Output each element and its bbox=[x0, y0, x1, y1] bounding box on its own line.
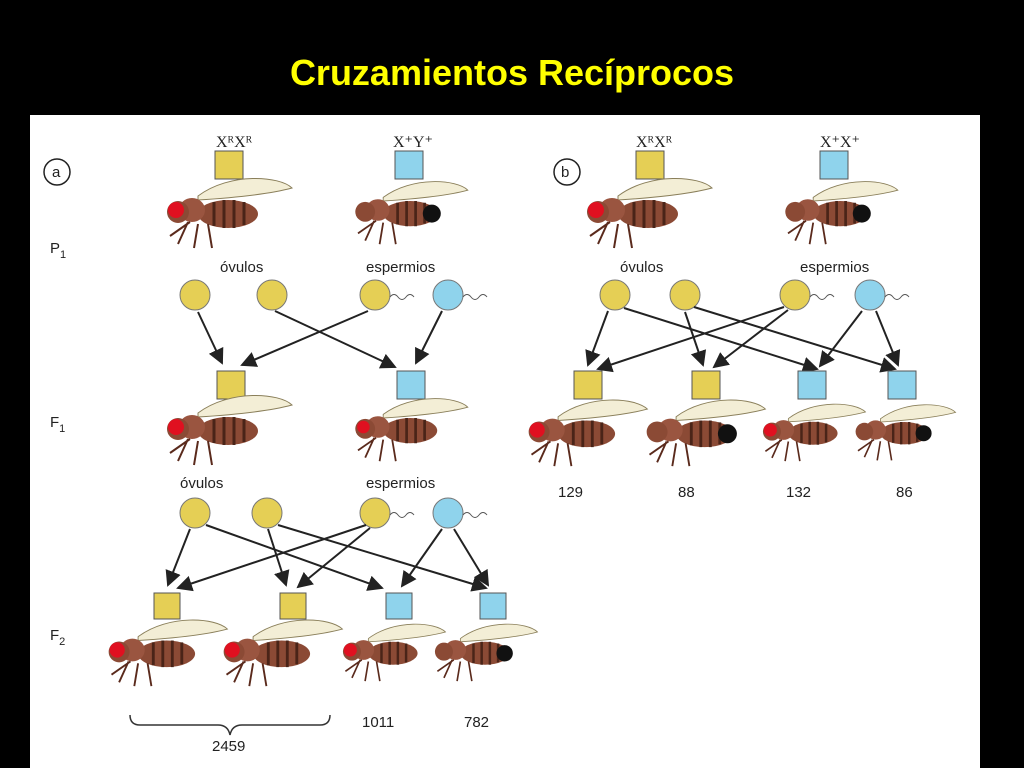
panel-b-count-1: 129 bbox=[558, 484, 583, 501]
panel-b-offspring-fly-4 bbox=[854, 403, 957, 462]
panel-a-arrow bbox=[415, 310, 443, 365]
panel-a-p1-female-symbol bbox=[214, 150, 244, 180]
panel-a-f1-label: F1 bbox=[50, 414, 65, 435]
panel-b-male-genotype: X⁺X⁺ bbox=[820, 134, 860, 151]
panel-a-p1-sperm-y bbox=[432, 279, 464, 311]
panel-b-arrow bbox=[596, 306, 785, 373]
panel-b-p1-male-fly bbox=[783, 180, 900, 246]
panel-a-arrow bbox=[274, 310, 397, 369]
panel-a-f1-sperm-x bbox=[359, 497, 391, 529]
panel-a-f2-fly-4 bbox=[433, 622, 539, 683]
panel-a-f1-egg-2 bbox=[251, 497, 283, 529]
panel-a-label-circle bbox=[43, 158, 71, 186]
panel-a-count-3: 1011 bbox=[362, 714, 394, 731]
panel-b-count-3: 132 bbox=[786, 484, 811, 501]
panel-a-p1-egg-2 bbox=[256, 279, 288, 311]
panel-a-label-text: a bbox=[52, 164, 61, 181]
panel-a-arrow bbox=[296, 527, 371, 589]
panel-a-bracket bbox=[129, 714, 331, 736]
panel-a-count-4: 782 bbox=[464, 714, 489, 731]
panel-b-arrow bbox=[693, 306, 897, 373]
panel-a-f1-ovulos-label: óvulos bbox=[180, 475, 223, 492]
panel-b-arrow bbox=[712, 309, 789, 369]
panel-a-f2-symbol-4 bbox=[479, 592, 507, 620]
panel-a-p1-label: P1 bbox=[50, 240, 66, 261]
diagram-panel: a XᴿXᴿ X⁺Y⁺ P1 óvulos espermios F1 óvulo… bbox=[30, 115, 980, 768]
panel-b-egg-2 bbox=[669, 279, 701, 311]
panel-a-p1-male-symbol bbox=[394, 150, 424, 180]
panel-a-f1-male-symbol bbox=[396, 370, 426, 400]
panel-a-f1-egg-1 bbox=[179, 497, 211, 529]
panel-a-arrow bbox=[277, 524, 488, 592]
panel-a-f2-fly-1 bbox=[107, 618, 229, 688]
cross-diagram: a XᴿXᴿ X⁺Y⁺ P1 óvulos espermios F1 óvulo… bbox=[43, 134, 957, 755]
panel-a-female-genotype: XᴿXᴿ bbox=[216, 134, 253, 151]
panel-a-arrow bbox=[240, 310, 369, 367]
panel-b-offspring-symbol-1 bbox=[573, 370, 603, 400]
panel-a-f2-symbol-1 bbox=[153, 592, 181, 620]
panel-b-arrow bbox=[875, 310, 901, 367]
panel-b-count-2: 88 bbox=[678, 484, 695, 501]
panel-a-p1-female-fly bbox=[165, 176, 294, 250]
panel-b-p1-female-symbol bbox=[635, 150, 665, 180]
panel-a-arrow bbox=[400, 528, 443, 588]
panel-b-female-genotype: XᴿXᴿ bbox=[636, 134, 673, 151]
panel-b-p1-male-symbol bbox=[819, 150, 849, 180]
panel-a-p1-ovulos-label: óvulos bbox=[220, 259, 263, 276]
panel-b-arrow bbox=[623, 307, 819, 373]
panel-a-arrow bbox=[197, 311, 224, 365]
panel-a-p1-male-fly bbox=[353, 180, 470, 246]
panel-b-ovulos-label: óvulos bbox=[620, 259, 663, 276]
panel-b-offspring-symbol-3 bbox=[797, 370, 827, 400]
panel-a-f2-fly-3 bbox=[341, 622, 447, 683]
panel-b-label-text: b bbox=[561, 164, 569, 181]
panel-a-f2-symbol-3 bbox=[385, 592, 413, 620]
panel-b-arrow bbox=[684, 311, 707, 367]
panel-a-arrow bbox=[205, 524, 384, 591]
panel-b-sperm-x bbox=[779, 279, 811, 311]
panel-a-f2-label: F2 bbox=[50, 627, 65, 648]
panel-a-arrow bbox=[165, 528, 191, 587]
panel-b-espermios-label: espermios bbox=[800, 259, 869, 276]
panel-b-offspring-symbol-4 bbox=[887, 370, 917, 400]
panel-b-sperm-y bbox=[854, 279, 886, 311]
panel-a-count-total: 2459 bbox=[212, 738, 245, 755]
panel-a-p1-espermios-label: espermios bbox=[366, 259, 435, 276]
panel-b-offspring-fly-1 bbox=[527, 398, 649, 468]
panel-b-offspring-fly-2 bbox=[645, 398, 767, 468]
panel-a-f2-fly-2 bbox=[222, 618, 344, 688]
panel-a-arrow bbox=[267, 528, 290, 587]
panel-b-arrow bbox=[585, 310, 609, 367]
panel-b-arrow bbox=[818, 310, 863, 368]
panel-b-label-circle bbox=[553, 158, 581, 186]
panel-a-p1-sperm-x bbox=[359, 279, 391, 311]
panel-b-egg-1 bbox=[599, 279, 631, 311]
slide-title: Cruzamientos Recíprocos bbox=[289, 52, 735, 93]
panel-b-offspring-symbol-2 bbox=[691, 370, 721, 400]
panel-a-p1-egg-1 bbox=[179, 279, 211, 311]
panel-a-arrow bbox=[453, 528, 490, 587]
panel-b-count-4: 86 bbox=[896, 484, 913, 501]
panel-b-p1-female-fly bbox=[585, 176, 714, 250]
panel-a-f1-female-symbol bbox=[216, 370, 246, 400]
panel-a-male-genotype: X⁺Y⁺ bbox=[393, 134, 433, 151]
panel-b-offspring-fly-3 bbox=[761, 402, 867, 463]
panel-a-f1-male-fly bbox=[353, 397, 470, 463]
panel-a-arrow bbox=[176, 524, 367, 592]
panel-a-f1-female-fly bbox=[165, 393, 294, 467]
panel-a-f1-espermios-label: espermios bbox=[366, 475, 435, 492]
panel-a-f2-symbol-2 bbox=[279, 592, 307, 620]
panel-a-f1-sperm-y bbox=[432, 497, 464, 529]
